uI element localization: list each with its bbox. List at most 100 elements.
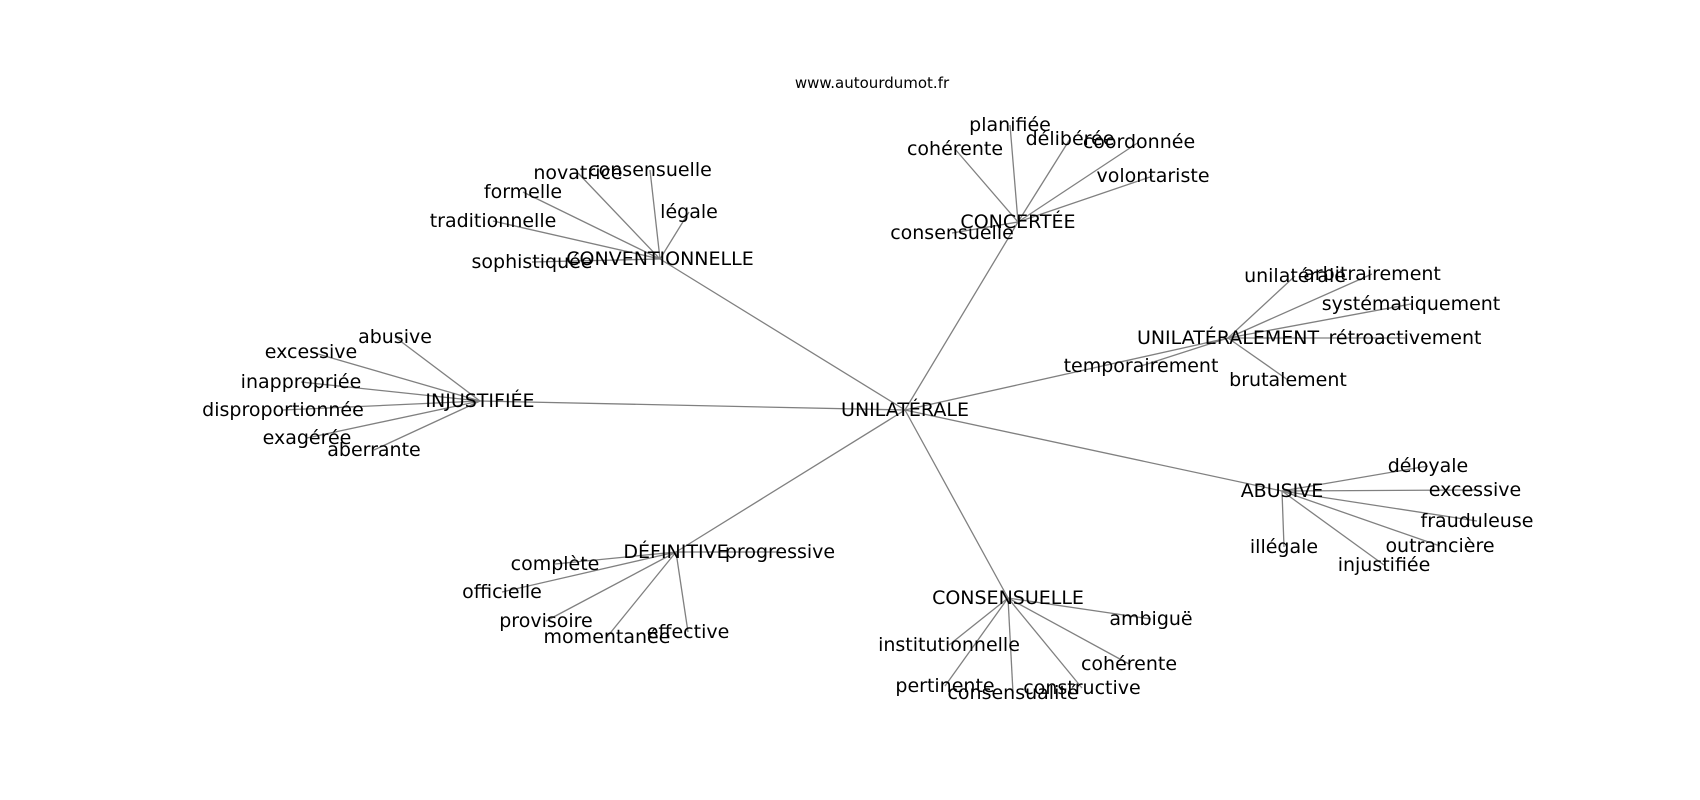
hub-node-conventionnelle: CONVENTIONNELLE — [566, 248, 753, 270]
edge-definitive-officielle — [501, 551, 677, 593]
leaf-node-progressive: progressive — [725, 541, 835, 563]
leaf-node-outranciere: outrancière — [1385, 535, 1494, 557]
edge-concertee-coordonnee — [1017, 141, 1140, 223]
edge-injustifiee-aberrante — [373, 400, 481, 451]
edge-center-definitive — [675, 409, 906, 553]
edge-conventionnelle-consensuelle — [649, 169, 661, 260]
edge-definitive-momentanee — [606, 551, 677, 638]
leaf-node-complete: complète — [511, 553, 600, 575]
leaf-node-provisoire: provisoire — [499, 610, 593, 632]
edge-unilateralement-unilaterale — [1227, 275, 1296, 339]
edge-center-abusive — [904, 409, 1283, 492]
hub-node-injustifiee: INJUSTIFIÉE — [425, 389, 534, 412]
leaf-node-legale: légale — [660, 201, 718, 223]
edge-consensuelle-pertinente — [944, 597, 1009, 687]
leaf-node-illegale: illégale — [1250, 536, 1318, 558]
edge-unilateralement-arbitrairement — [1227, 273, 1373, 339]
leaf-node-consensuelle: consensuelle — [890, 222, 1014, 244]
hub-node-concertee: CONCERTÉE — [960, 210, 1075, 233]
leaf-node-temporairement: temporairement — [1064, 355, 1219, 377]
leaf-node-officielle: officielle — [462, 581, 542, 603]
edge-unilateralement-temporairement — [1140, 337, 1229, 367]
edge-unilateralement-brutalement — [1227, 337, 1289, 381]
edge-concertee-planifiee — [1009, 124, 1019, 223]
leaf-node-injustifiee: injustifiée — [1338, 554, 1431, 576]
edge-conventionnelle-traditionnelle — [492, 220, 661, 260]
edge-consensuelle-institutionnelle — [948, 597, 1009, 646]
leaf-node-coherente: cohérente — [1081, 653, 1177, 675]
edge-center-injustifiee — [479, 400, 906, 411]
hub-node-consensuelle: CONSENSUELLE — [932, 587, 1084, 609]
labels-layer: www.autourdumot.fr consensuellenovatrice… — [202, 74, 1533, 704]
edge-center-concertee — [904, 221, 1019, 411]
leaf-node-consensuelle: consensuelle — [588, 159, 712, 181]
edge-definitive-complete — [554, 551, 677, 565]
leaf-node-sophistiquee: sophistiquée — [471, 251, 592, 273]
edge-conventionnelle-formelle — [522, 191, 661, 260]
leaf-node-momentanee: momentanée — [544, 626, 671, 648]
leaf-node-systematiquement: systématiquement — [1322, 293, 1501, 315]
leaf-node-arbitrairement: arbitrairement — [1303, 263, 1441, 285]
leaf-node-constructive: constructive — [1023, 677, 1140, 699]
leaf-node-consensualite: consensualité — [947, 682, 1078, 704]
leaf-node-excessive: excessive — [1429, 479, 1521, 501]
leaf-node-deliberee: délibérée — [1026, 128, 1115, 150]
hub-node-definitive: DÉFINITIVE — [623, 540, 728, 563]
edge-conventionnelle-sophistiquee — [531, 258, 661, 263]
edge-definitive-effective — [675, 551, 689, 633]
edge-conventionnelle-legale — [659, 211, 690, 260]
edge-injustifiee-abusive — [394, 336, 481, 402]
leaf-node-effective: effective — [647, 621, 730, 643]
leaf-node-retroactivement: rétroactivement — [1329, 327, 1482, 349]
edge-concertee-deliberee — [1017, 138, 1071, 223]
edge-abusive-illegale — [1281, 490, 1285, 548]
leaf-node-volontariste: volontariste — [1096, 165, 1209, 187]
edge-abusive-excessive — [1281, 489, 1476, 492]
edge-conventionnelle-novatrice — [577, 172, 661, 260]
leaf-node-institutionnelle: institutionnelle — [878, 634, 1020, 656]
leaf-node-excessive: excessive — [265, 341, 357, 363]
leaf-node-inappropriee: inappropriée — [241, 371, 362, 393]
edge-concertee-coherente — [954, 148, 1019, 223]
edge-center-conventionnelle — [659, 258, 906, 411]
edge-consensuelle-ambigue — [1007, 597, 1152, 620]
site-watermark: www.autourdumot.fr — [795, 74, 950, 92]
edge-injustifiee-disproportionnee — [282, 400, 481, 411]
edge-abusive-outranciere — [1281, 490, 1441, 547]
edge-definitive-provisoire — [545, 551, 677, 622]
edge-consensuelle-coherente — [1007, 597, 1130, 665]
leaf-node-formelle: formelle — [484, 181, 562, 203]
leaf-node-exageree: exagérée — [263, 427, 352, 449]
leaf-node-coordonnee: coordonnée — [1083, 131, 1195, 153]
edges-layer — [282, 124, 1478, 694]
edge-center-unilateralement — [904, 337, 1229, 411]
edge-abusive-frauduleuse — [1281, 490, 1478, 522]
leaf-node-unilaterale: unilatérale — [1244, 265, 1346, 287]
leaf-node-ambigue: ambiguë — [1109, 608, 1192, 630]
leaf-node-traditionnelle: traditionnelle — [430, 210, 557, 232]
leaf-node-novatrice: novatrice — [533, 162, 622, 184]
leaf-node-aberrante: aberrante — [327, 439, 421, 461]
edge-concertee-volontariste — [1017, 175, 1154, 223]
edge-center-consensuelle — [904, 409, 1009, 599]
edge-unilateralement-systematiquement — [1227, 303, 1412, 339]
leaf-node-brutalement: brutalement — [1229, 369, 1347, 391]
edge-concertee-consensuelle — [951, 221, 1019, 234]
leaf-node-deloyale: déloyale — [1388, 455, 1469, 477]
leaf-node-frauduleuse: frauduleuse — [1421, 510, 1534, 532]
leaf-node-abusive: abusive — [358, 326, 432, 348]
leaf-node-pertinente: pertinente — [895, 675, 994, 697]
leaf-node-coherente: cohérente — [907, 138, 1003, 160]
hub-node-unilateralement: UNILATÉRALEMENT — [1137, 326, 1320, 349]
leaf-node-planifiee: planifiée — [969, 114, 1051, 136]
edge-injustifiee-inappropriee — [300, 381, 481, 402]
center-node: UNILATÉRALE — [841, 398, 969, 421]
edge-injustifiee-exageree — [306, 400, 481, 439]
edge-abusive-deloyale — [1281, 465, 1429, 492]
edge-consensuelle-constructive — [1007, 597, 1083, 689]
hub-node-abusive: ABUSIVE — [1241, 480, 1324, 502]
edge-abusive-injustifiee — [1281, 490, 1385, 566]
leaf-node-disproportionnee: disproportionnée — [202, 399, 364, 421]
edge-consensuelle-consensualite — [1007, 597, 1014, 694]
